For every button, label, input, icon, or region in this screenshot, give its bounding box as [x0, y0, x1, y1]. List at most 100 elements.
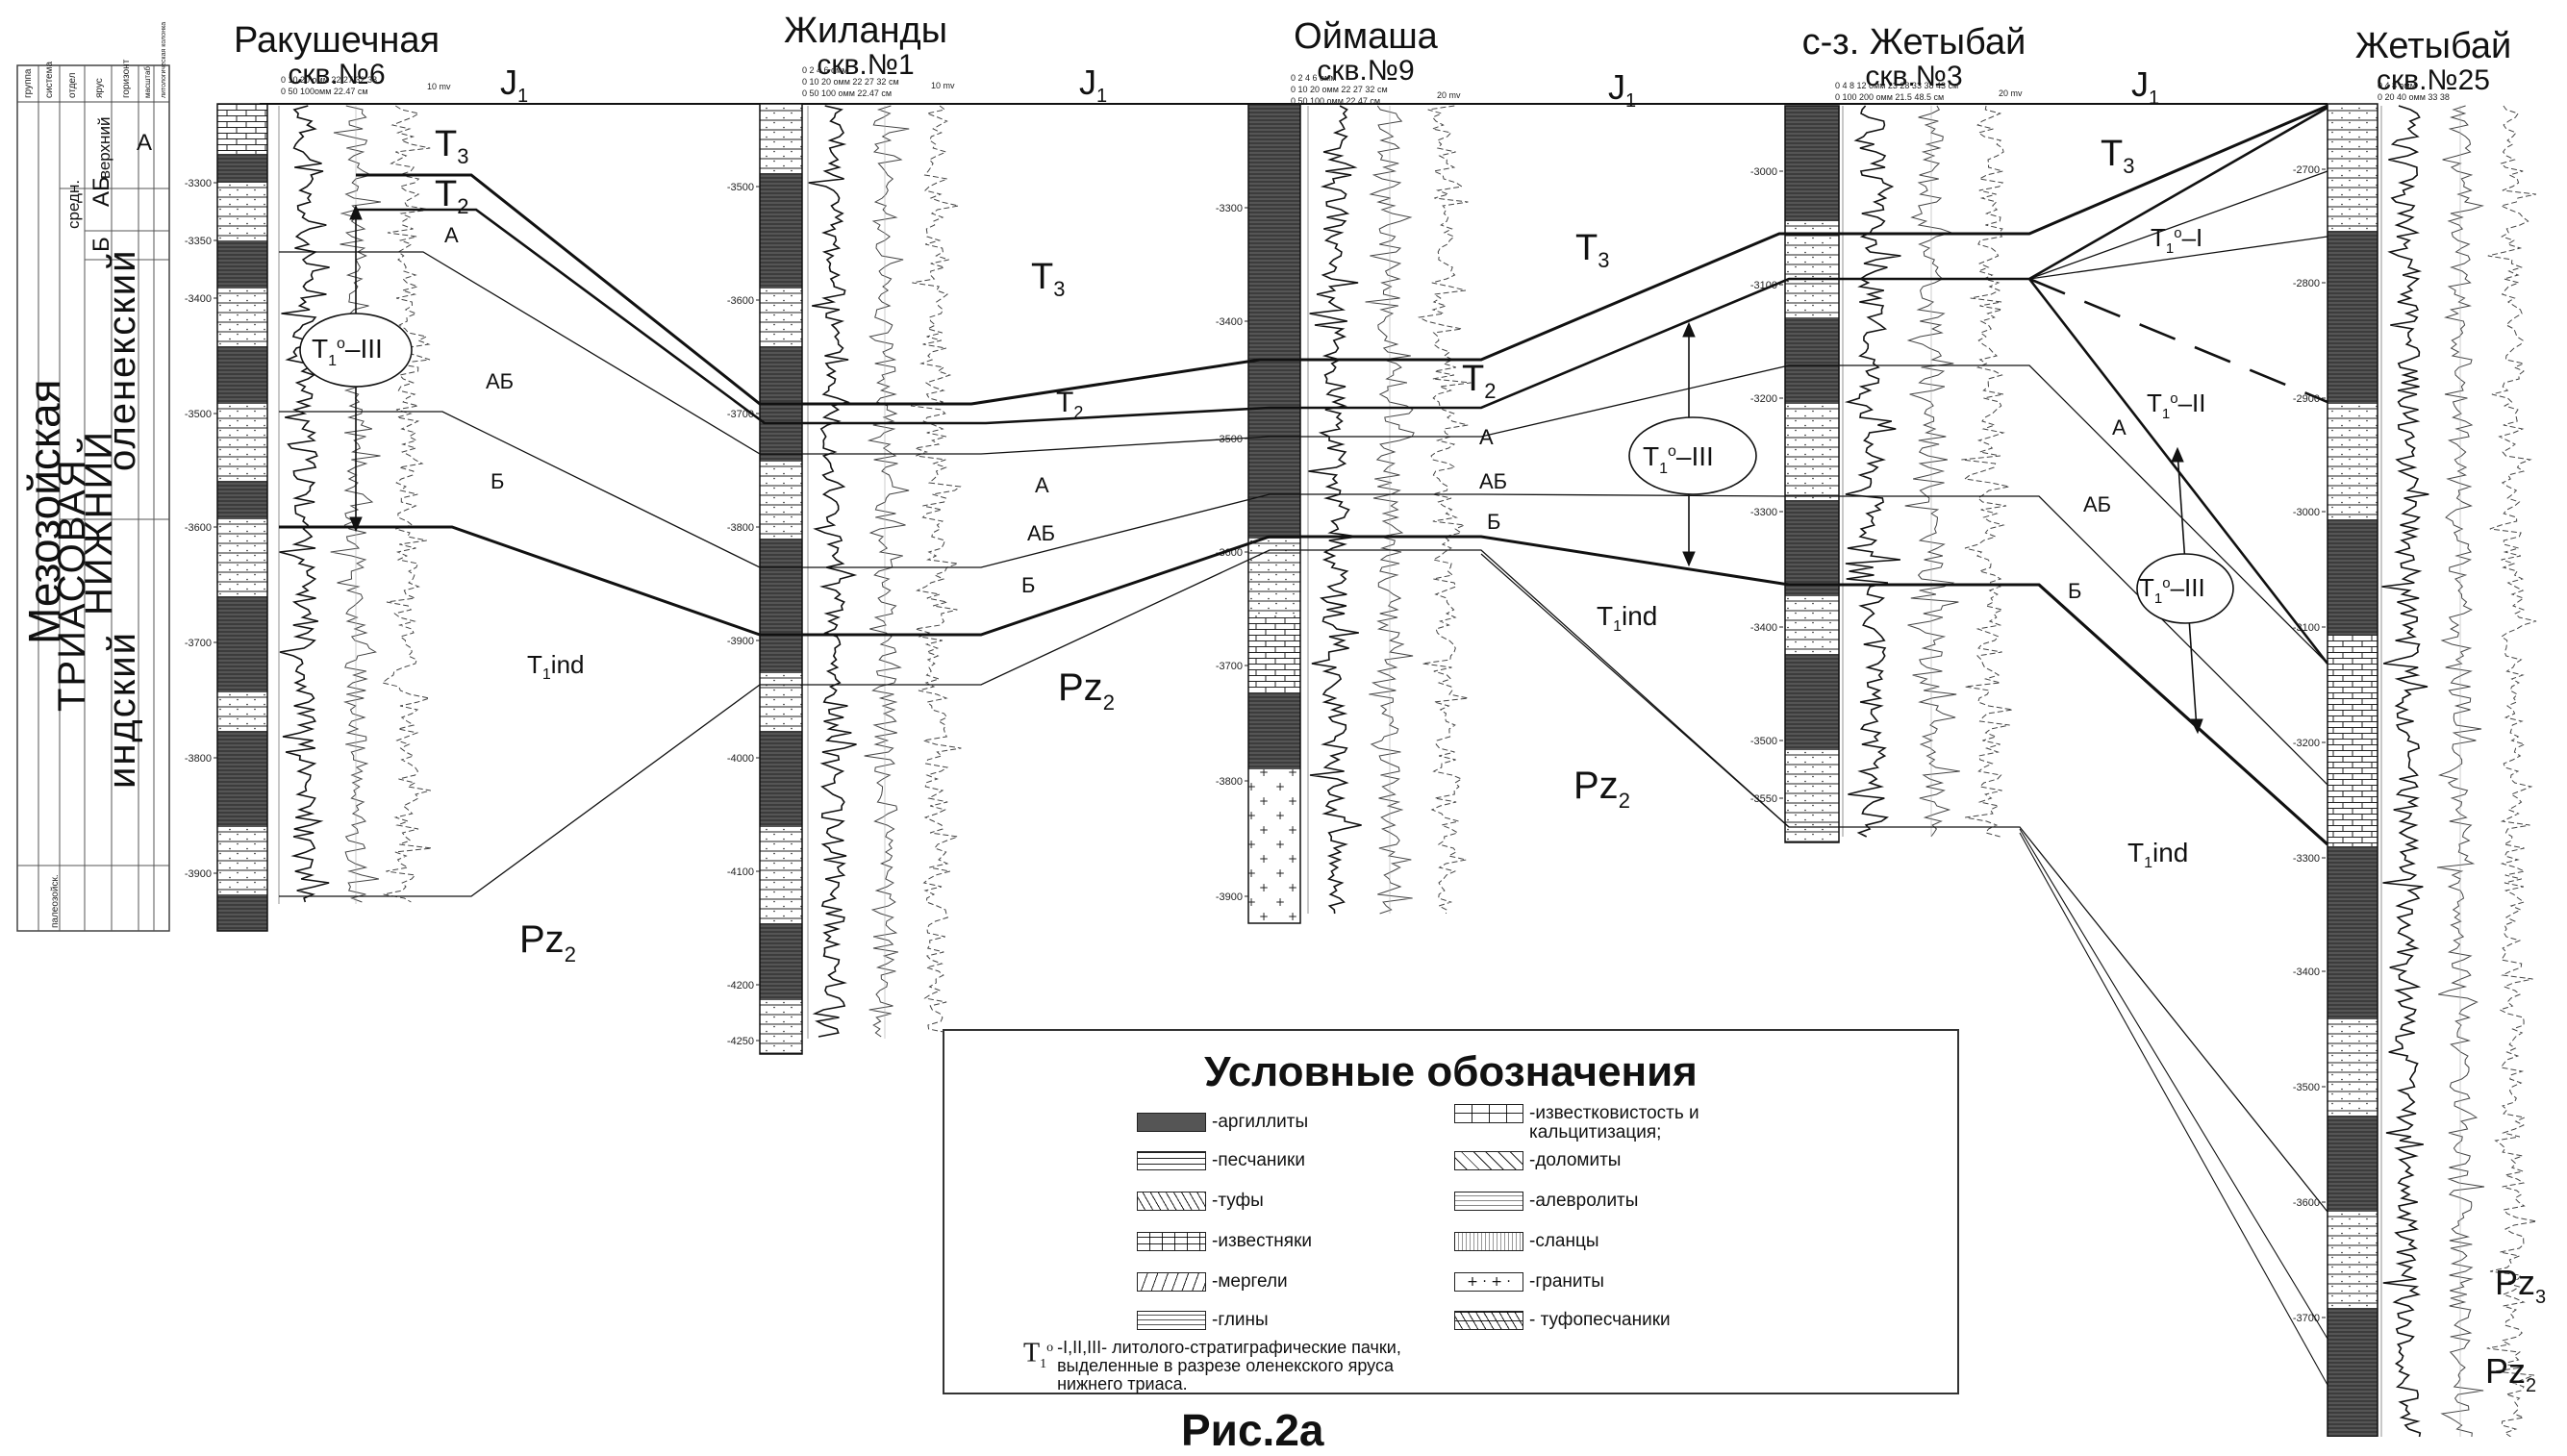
marl-swatch: [1137, 1272, 1206, 1292]
depth-tick-label: -3300: [1750, 507, 1777, 518]
sandstone-swatch: [1137, 1151, 1206, 1170]
label-t3-w6: T3: [435, 124, 468, 168]
litho-segment: [2328, 1116, 2378, 1212]
label-t1ind-w9: T1ind: [1597, 601, 1657, 635]
label-b-w1: Б: [1021, 573, 1035, 597]
depth-tick-label: -3700: [185, 638, 212, 649]
legend-label: -аргиллиты: [1212, 1112, 1309, 1132]
depth-tick-label: -3700: [1216, 661, 1243, 672]
litho-segment: [1248, 769, 1300, 923]
depth-tick-label: -3500: [1750, 736, 1777, 747]
litho-segment: [760, 923, 802, 1000]
log-scale-w9-3: 0 50 100 омм 22.47 см: [1291, 96, 1380, 106]
depth-tick-label: -3600: [185, 522, 212, 534]
log-curve: [910, 105, 962, 1038]
log-curve: [279, 105, 330, 903]
label-pack-iii-w9: T1o–III: [1643, 441, 1714, 477]
depth-tick-label: -3600: [727, 295, 754, 307]
litho-segment: [217, 731, 267, 827]
litho-segment: [1785, 106, 1839, 221]
litho-segment: [217, 104, 267, 154]
label-pz2-w25: Pz2: [2485, 1351, 2536, 1396]
depth-tick-label: -3500: [2293, 1082, 2320, 1093]
litho-segment: [1785, 596, 1839, 654]
well-column: [759, 103, 803, 1055]
litho-segment: [217, 183, 267, 240]
depth-tick-label: -3300: [2293, 853, 2320, 865]
litho-segment: [217, 289, 267, 346]
j1-label-2: J1: [1079, 63, 1107, 107]
well-number: скв.№1: [817, 49, 915, 81]
litho-segment: [1248, 692, 1300, 769]
depth-tick-label: -3400: [1216, 316, 1243, 328]
strat-system-label: ТРИАСОВАЯ: [51, 458, 93, 712]
log-scale-w1-4: 10 mv: [931, 81, 955, 90]
depth-tick-label: -3300: [185, 178, 212, 189]
litho-segment: [1248, 104, 1300, 539]
label-t3-w1: T3: [1031, 257, 1065, 301]
well-column-border: [1247, 103, 1301, 924]
label-ab-w1: АБ: [1027, 521, 1055, 545]
label-pack-ii: T1o–II: [2147, 389, 2206, 422]
label-ab-w9: АБ: [1479, 469, 1507, 493]
strat-header-group: группа: [23, 68, 34, 98]
legend-label: -граниты: [1529, 1271, 1604, 1292]
strat-header-scale: масштаб: [143, 66, 152, 98]
depth-tick-label: -3100: [1750, 280, 1777, 291]
strat-paleozoic-label: палеозойск.: [50, 874, 61, 928]
log-scale-w25-1: 0 4 8 омм: [2378, 81, 2416, 90]
label-pz2-w1: Pz2: [1058, 666, 1115, 715]
log-scale-w9-2: 0 10 20 омм 22 27 32 см: [1291, 85, 1388, 94]
interval-labels: T3 T2 А АБ Б T1ind Pz2 T1o–III T3 T2 А А…: [312, 124, 2546, 1396]
depth-tick-label: -3600: [1216, 547, 1243, 559]
label-a-w1: А: [1035, 473, 1049, 497]
depth-tick-label: -3800: [185, 753, 212, 765]
label-a-w9: А: [1479, 425, 1494, 449]
well-title-nw-zhetybay: с-з. Жетыбай скв.№3: [1731, 23, 2097, 92]
depth-tick-label: -4250: [727, 1036, 754, 1047]
label-pz2-w6: Pz2: [519, 918, 576, 966]
log-curve: [1844, 105, 1901, 838]
log-scale-w3-1: 0 4 8 12 омм 23 28 33 38 43 см: [1835, 81, 1958, 90]
well-title-rakushechnaya: Ракушечная скв.№6: [183, 21, 491, 90]
legend-note-line1: -I,II,III- литолого-стратиграфические па…: [1057, 1338, 1401, 1357]
litho-segment: [760, 1000, 802, 1054]
well-column-border: [216, 103, 268, 932]
argillite-swatch: [1137, 1113, 1206, 1132]
well-name: с-з. Жетыбай: [1801, 22, 2026, 63]
legend-label: -песчаники: [1212, 1150, 1305, 1170]
depth-tick-label: -3500: [185, 409, 212, 420]
label-b-w6: Б: [491, 469, 504, 493]
depth-tick-label: -3300: [1216, 203, 1243, 214]
legend-item-siltstone: -алевролиты: [1454, 1191, 1638, 1212]
depth-tick-label: -3400: [2293, 966, 2320, 978]
label-pack-iii-w25: T1o–III: [2139, 573, 2205, 607]
litho-segment: [2328, 104, 2378, 231]
well-name: Жиланды: [783, 11, 948, 51]
litho-segment: [760, 827, 802, 923]
label-ab-w6: АБ: [486, 369, 514, 393]
litho-segment: [2328, 519, 2378, 635]
log-scale-headers: 0 10 20 омм 22 27 32 38 0 50 100омм 22.4…: [281, 65, 2450, 106]
litho-segment: [2328, 846, 2378, 1019]
limestone-swatch: [1137, 1232, 1206, 1251]
label-pack-iii-w6: T1o–III: [312, 334, 383, 369]
litho-segment: [1785, 404, 1839, 500]
litho-segment: [760, 104, 802, 173]
litho-segment: [1785, 654, 1839, 750]
log-curve: [330, 105, 381, 903]
litho-segment: [217, 154, 267, 183]
label-t2-w1: T2: [1056, 387, 1083, 422]
depth-tick-label: -3000: [2293, 507, 2320, 518]
tuff-swatch: [1137, 1192, 1206, 1211]
legend-label: -глины: [1212, 1310, 1269, 1330]
litho-segment: [2328, 231, 2378, 404]
legend-label: -доломиты: [1529, 1150, 1622, 1170]
litho-segment: [217, 827, 267, 894]
strat-header-series: отдел: [67, 72, 78, 98]
depth-tick-label: -3100: [2293, 622, 2320, 634]
clay-swatch: [1137, 1311, 1206, 1330]
well-column-border: [1784, 105, 1840, 843]
strat-olenek-label: оленекский: [101, 249, 143, 471]
